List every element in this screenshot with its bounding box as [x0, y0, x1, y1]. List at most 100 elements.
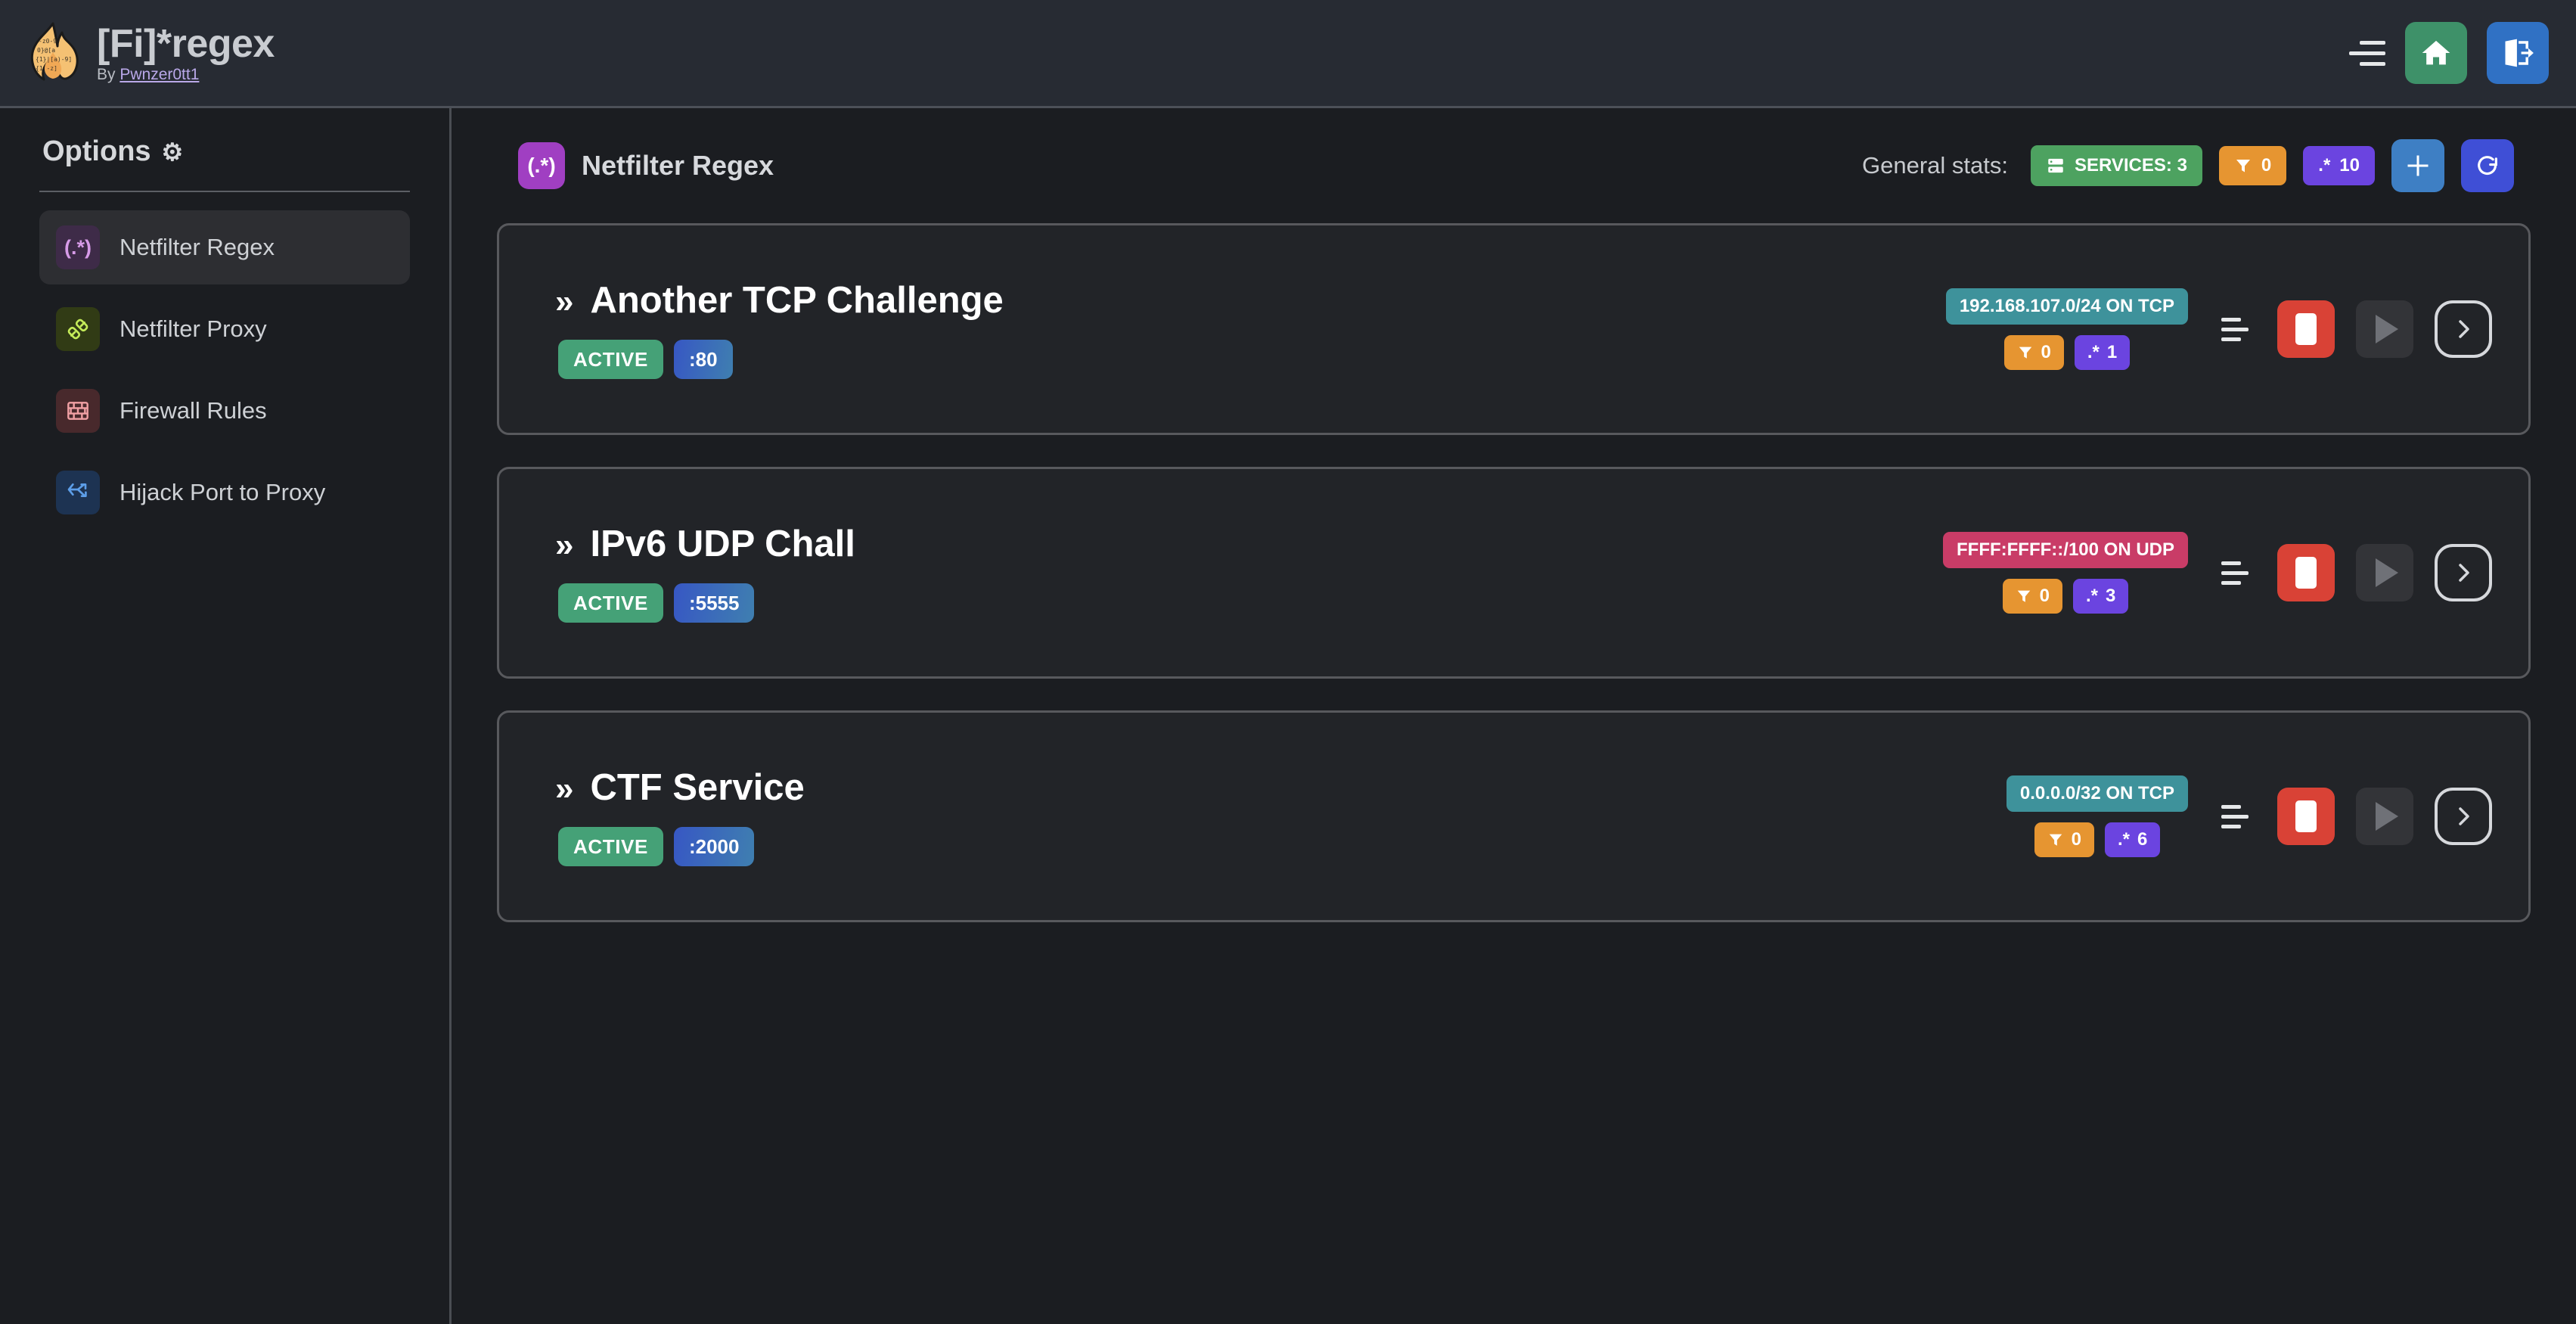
- page-layout: Options ⚙ (.*) Netfilter Regex Netfilter…: [0, 108, 2576, 1324]
- service-action-buttons: [2221, 788, 2492, 845]
- stat-services-label: SERVICES: 3: [2074, 155, 2187, 176]
- service-controls: 0.0.0.0/32 ON TCP 0 .* 6: [2006, 775, 2492, 857]
- funnel-icon: [2017, 590, 2030, 602]
- double-chevron-icon: »: [555, 770, 574, 807]
- service-detail-button[interactable]: [2435, 788, 2492, 845]
- filter-count: 0: [2039, 586, 2050, 606]
- stat-regex-badge: .* 10: [2303, 146, 2375, 185]
- refresh-icon: [2478, 156, 2497, 175]
- home-icon: [2422, 40, 2450, 65]
- service-name: IPv6 UDP Chall: [590, 524, 855, 564]
- sidebar-title-label: Options: [42, 135, 151, 167]
- service-menu-icon[interactable]: [2221, 555, 2256, 590]
- sidebar-item-netfilter-regex[interactable]: (.*) Netfilter Regex: [39, 210, 410, 284]
- home-button[interactable]: [2405, 22, 2467, 84]
- stop-icon: [2295, 313, 2317, 345]
- service-card[interactable]: » Another TCP Challenge ACTIVE :80 192.1…: [497, 223, 2531, 435]
- app-author-line: By Pwnzer0tt1: [97, 67, 275, 82]
- add-service-button[interactable]: [2391, 139, 2444, 192]
- page-heading: (.*) Netfilter Regex: [518, 142, 774, 189]
- regex-dotstar-icon: .*: [2117, 829, 2130, 850]
- double-chevron-icon: »: [555, 527, 574, 564]
- regex-dotstar-icon: .*: [2086, 586, 2099, 606]
- sidebar-item-hijack-port-to-proxy[interactable]: Hijack Port to Proxy: [39, 455, 410, 530]
- svg-text:0}@[a: 0}@[a: [37, 47, 55, 54]
- service-pills: ACTIVE :5555: [555, 583, 855, 623]
- service-card[interactable]: » IPv6 UDP Chall ACTIVE :5555 FFFF:FFFF:…: [497, 467, 2531, 679]
- regex-icon: (.*): [518, 142, 565, 189]
- service-menu-icon[interactable]: [2221, 799, 2256, 834]
- service-action-buttons: [2221, 300, 2492, 358]
- service-info: » Another TCP Challenge ACTIVE :80: [555, 279, 1004, 379]
- refresh-button[interactable]: [2461, 139, 2514, 192]
- sidebar-item-firewall-rules[interactable]: Firewall Rules: [39, 374, 410, 448]
- service-controls: 192.168.107.0/24 ON TCP 0 .* 1: [1945, 288, 2492, 370]
- network-badge: 192.168.107.0/24 ON TCP: [1945, 288, 2188, 325]
- filter-count-badge: 0: [2034, 822, 2094, 857]
- funnel-icon: [2049, 834, 2062, 846]
- service-menu-icon[interactable]: [2221, 312, 2256, 347]
- funnel-icon: [2236, 160, 2250, 172]
- server-icon: [2048, 158, 2063, 173]
- port-badge: :80: [673, 340, 733, 379]
- regex-count: 6: [2137, 829, 2148, 850]
- stop-icon: [2295, 557, 2317, 589]
- stop-button[interactable]: [2277, 788, 2335, 845]
- service-pills: ACTIVE :80: [555, 340, 1004, 379]
- sidebar-item-label: Firewall Rules: [119, 397, 267, 424]
- chevron-right-icon: [2459, 320, 2469, 338]
- service-name: Another TCP Challenge: [590, 280, 1004, 321]
- filter-count-badge: 0: [2003, 335, 2064, 370]
- plug-icon: [56, 307, 100, 351]
- plus-icon: [2407, 155, 2429, 176]
- page-title: Netfilter Regex: [582, 150, 774, 181]
- sidebar-item-netfilter-proxy[interactable]: Netfilter Proxy: [39, 292, 410, 366]
- service-title: » IPv6 UDP Chall: [555, 523, 855, 565]
- logout-icon: [2505, 39, 2534, 67]
- hamburger-icon[interactable]: [2345, 36, 2385, 70]
- chevron-right-icon: [2459, 807, 2469, 825]
- regex-dotstar-icon: .*: [2318, 155, 2331, 176]
- regex-dotstar-icon: .*: [2087, 342, 2100, 362]
- play-icon: [2376, 802, 2398, 831]
- stat-filter-badge: 0: [2218, 146, 2287, 185]
- stop-button[interactable]: [2277, 300, 2335, 358]
- logout-button[interactable]: [2487, 22, 2549, 84]
- stat-services-badge: SERVICES: 3: [2030, 145, 2202, 186]
- status-badge: ACTIVE: [558, 340, 663, 379]
- service-card[interactable]: » CTF Service ACTIVE :2000 0.0.0.0/32 ON…: [497, 710, 2531, 922]
- sidebar-divider: [39, 191, 410, 192]
- stat-filter-count: 0: [2261, 155, 2272, 176]
- filter-count: 0: [2041, 342, 2051, 362]
- play-button[interactable]: [2356, 300, 2413, 358]
- general-stats-label: General stats:: [1861, 152, 2008, 179]
- status-badge: ACTIVE: [558, 827, 663, 866]
- stop-button[interactable]: [2277, 544, 2335, 601]
- service-pills: ACTIVE :2000: [555, 827, 805, 866]
- regex-count-badge: .* 1: [2074, 335, 2131, 370]
- play-button[interactable]: [2356, 544, 2413, 601]
- service-counters: 0 .* 1: [2003, 335, 2131, 370]
- service-action-buttons: [2221, 544, 2492, 601]
- network-badge: 0.0.0.0/32 ON TCP: [2006, 775, 2188, 812]
- service-network-info: 0.0.0.0/32 ON TCP 0 .* 6: [2006, 775, 2188, 857]
- brick-wall-icon: [56, 389, 100, 433]
- network-badge: FFFF:FFFF::/100 ON UDP: [1943, 532, 2188, 568]
- play-icon: [2376, 558, 2398, 587]
- filter-count-badge: 0: [2002, 579, 2062, 614]
- author-link[interactable]: Pwnzer0tt1: [119, 65, 200, 83]
- funnel-icon: [2019, 347, 2031, 359]
- service-info: » IPv6 UDP Chall ACTIVE :5555: [555, 523, 855, 623]
- service-detail-button[interactable]: [2435, 544, 2492, 601]
- sidebar: Options ⚙ (.*) Netfilter Regex Netfilter…: [0, 108, 452, 1324]
- filter-count: 0: [2071, 829, 2081, 850]
- service-network-info: FFFF:FFFF::/100 ON UDP 0 .* 3: [1943, 532, 2188, 614]
- play-button[interactable]: [2356, 788, 2413, 845]
- flame-regex-logo: -z0-9 0}@[a {1}|[a)-9] {1 -z]: [31, 22, 79, 81]
- service-counters: 0 .* 3: [2002, 579, 2129, 614]
- main-header: (.*) Netfilter Regex General stats: SERV…: [497, 135, 2531, 196]
- service-detail-button[interactable]: [2435, 300, 2492, 358]
- sidebar-item-label: Netfilter Regex: [119, 234, 275, 260]
- regex-count: 1: [2106, 342, 2118, 362]
- stat-regex-count: 10: [2339, 155, 2360, 176]
